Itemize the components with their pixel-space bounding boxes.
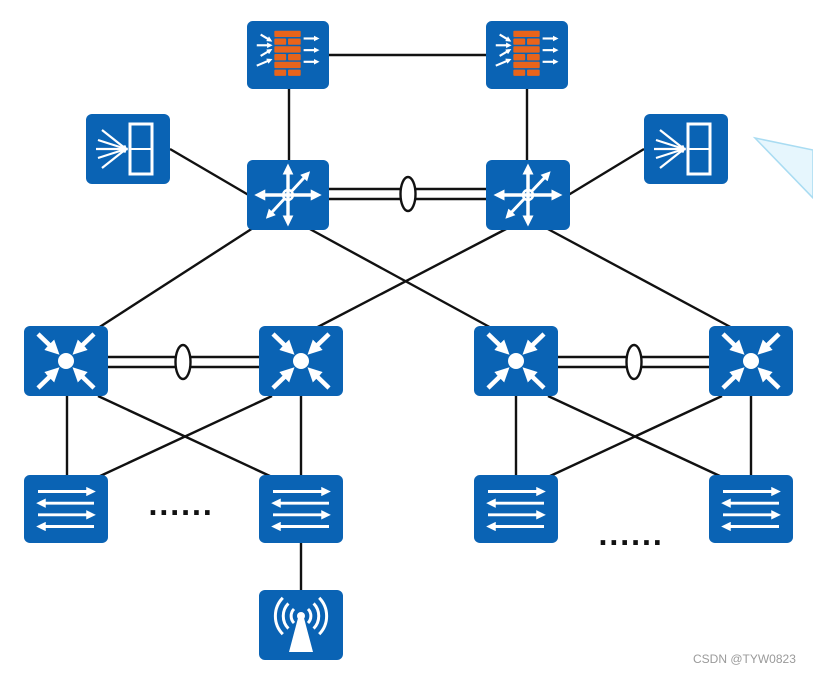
ellipsis-right: ...... [598, 522, 663, 552]
device-router-right[interactable] [486, 160, 570, 230]
switch-icon [721, 486, 781, 532]
device-ids-right[interactable] [644, 114, 728, 184]
device-sw-1[interactable] [24, 475, 108, 543]
firewall-icon [256, 30, 320, 76]
aggregated-links-layer [108, 175, 709, 381]
device-ids-left[interactable] [86, 114, 170, 184]
aggregated-link-l3sw-1-l3sw-2 [108, 343, 259, 381]
device-fw-left[interactable] [247, 21, 329, 89]
link-router-left-l3sw-3 [307, 226, 496, 332]
switch-icon [36, 486, 96, 532]
device-sw-4[interactable] [709, 475, 793, 543]
device-tile [259, 475, 343, 543]
switch-icon [486, 486, 546, 532]
device-l3sw-2[interactable] [259, 326, 343, 396]
device-l3sw-3[interactable] [474, 326, 558, 396]
ellipsis-left: ...... [148, 492, 213, 522]
link-aggregation-icon [399, 175, 417, 213]
device-tile [474, 475, 558, 543]
link-router-right-l3sw-2 [311, 226, 509, 332]
link-l3sw-4-sw-3 [547, 394, 723, 479]
wireless-ap-icon [273, 596, 329, 652]
router-icon [254, 163, 322, 227]
l3-switch-icon [271, 332, 331, 390]
link-l3sw-2-sw-1 [97, 394, 273, 479]
link-aggregation-icon [174, 343, 192, 381]
switch-icon [271, 486, 331, 532]
link-aggregation-icon [625, 343, 643, 381]
device-l3sw-1[interactable] [24, 326, 108, 396]
link-router-right-l3sw-4 [545, 226, 737, 332]
device-router-left[interactable] [247, 160, 329, 230]
device-sw-3[interactable] [474, 475, 558, 543]
watermark: CSDN @TYW0823 [693, 652, 796, 666]
decorative-shape [752, 136, 813, 200]
l3-switch-icon [36, 332, 96, 390]
device-tile [709, 475, 793, 543]
device-fw-right[interactable] [486, 21, 568, 89]
devices-layer [24, 21, 793, 660]
device-sw-2[interactable] [259, 475, 343, 543]
device-l3sw-4[interactable] [709, 326, 793, 396]
link-ids-right-router-right [564, 147, 645, 199]
links-layer [65, 53, 753, 590]
l3-switch-icon [721, 332, 781, 390]
aggregated-link-router-left-router-right [329, 175, 486, 213]
link-router-left-l3sw-1 [94, 226, 254, 332]
device-tile [24, 475, 108, 543]
ids-icon [96, 122, 154, 176]
l3-switch-icon [486, 332, 546, 390]
aggregated-link-l3sw-3-l3sw-4 [558, 343, 709, 381]
link-ids-left-router-left [169, 147, 253, 199]
ids-icon [654, 122, 712, 176]
firewall-icon [495, 30, 559, 76]
device-ap-1[interactable] [259, 590, 343, 660]
router-icon [493, 163, 563, 227]
